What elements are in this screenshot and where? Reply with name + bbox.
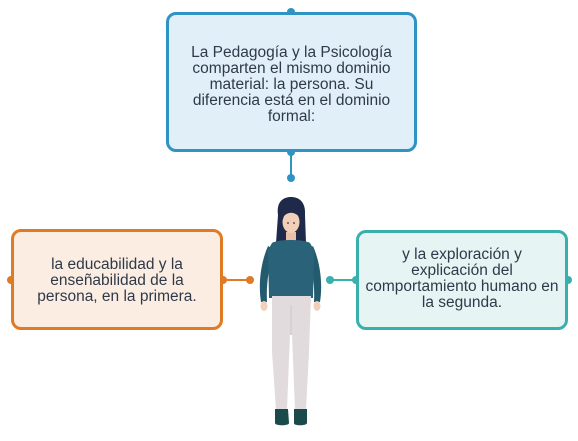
woman-figure-icon (259, 197, 322, 426)
center-concept-text: La Pedagogía y la Psicología comparten e… (191, 44, 392, 125)
right-concept-text: y la exploración y explicación del compo… (365, 246, 559, 311)
center-concept-box: La Pedagogía y la Psicología comparten e… (166, 12, 417, 152)
right-concept-box: y la exploración y explicación del compo… (356, 230, 568, 330)
left-concept-box: la educabilidad y la enseñabilidad de la… (11, 229, 223, 330)
left-concept-text: la educabilidad y la enseñabilidad de la… (37, 255, 197, 305)
